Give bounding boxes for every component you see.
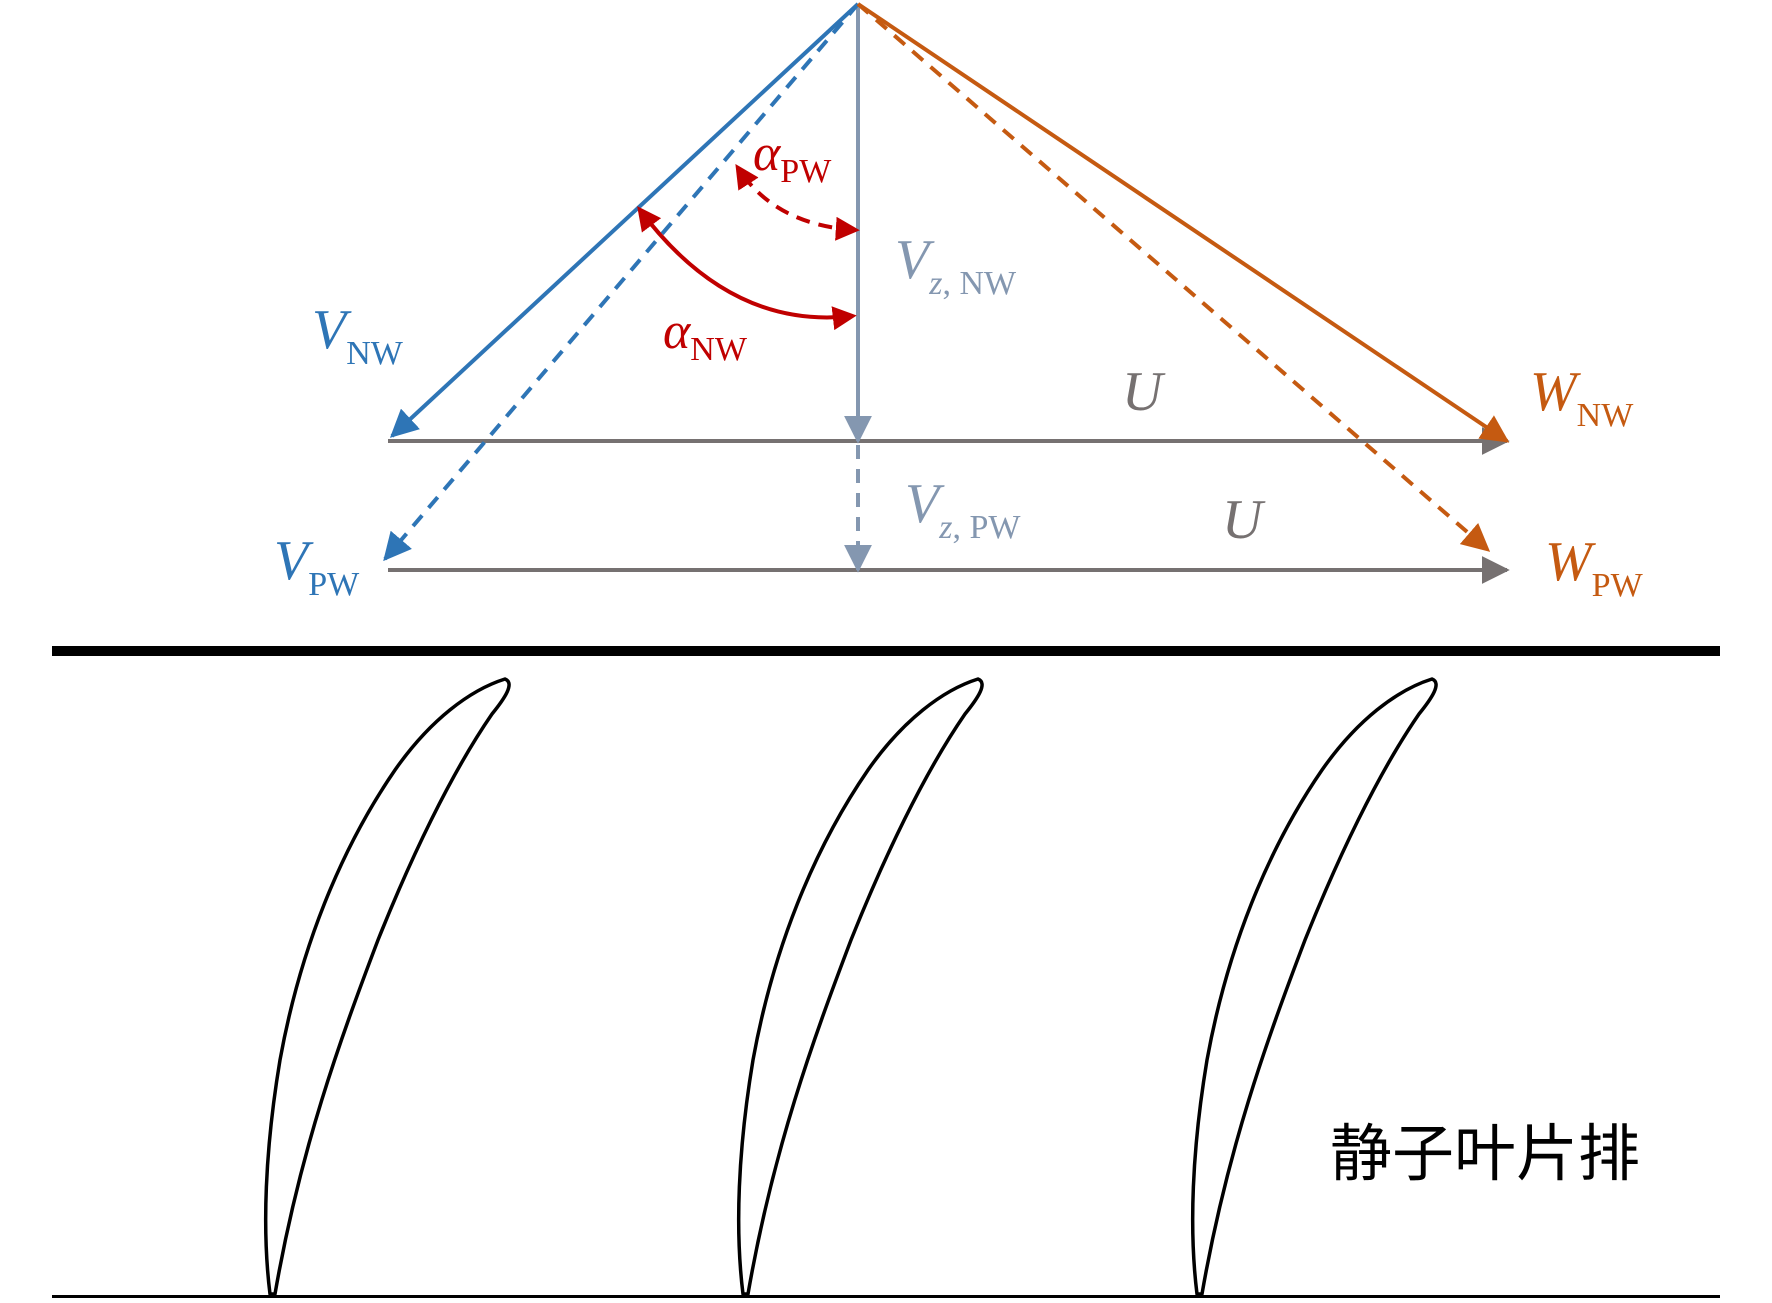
w-pw-vector <box>856 2 1491 552</box>
w-nw-vector <box>856 2 1510 443</box>
top-wall-line <box>52 646 1720 656</box>
label-v-pw: VPW <box>274 530 360 603</box>
v-nw-vector <box>389 2 860 438</box>
label-u-nw: U <box>1122 361 1166 423</box>
label-v-nw: VNW <box>312 299 404 372</box>
stator-blade-1 <box>263 677 511 1296</box>
label-u-pw: U <box>1222 489 1266 551</box>
stator-blade-3 <box>1190 677 1438 1296</box>
stator-blade-2 <box>736 677 984 1296</box>
label-w-pw: WPW <box>1545 531 1644 604</box>
label-alpha-pw: αPW <box>753 125 832 190</box>
label-vz-pw: Vz, PW <box>905 473 1021 546</box>
v-pw-vector <box>383 2 860 562</box>
label-vz-nw: Vz, NW <box>895 229 1017 302</box>
alpha-nw-arc <box>637 206 857 331</box>
stator-row-label: 静子叶片排 <box>1330 1117 1640 1190</box>
label-w-nw: WNW <box>1530 361 1634 434</box>
label-alpha-nw: αNW <box>663 303 748 368</box>
